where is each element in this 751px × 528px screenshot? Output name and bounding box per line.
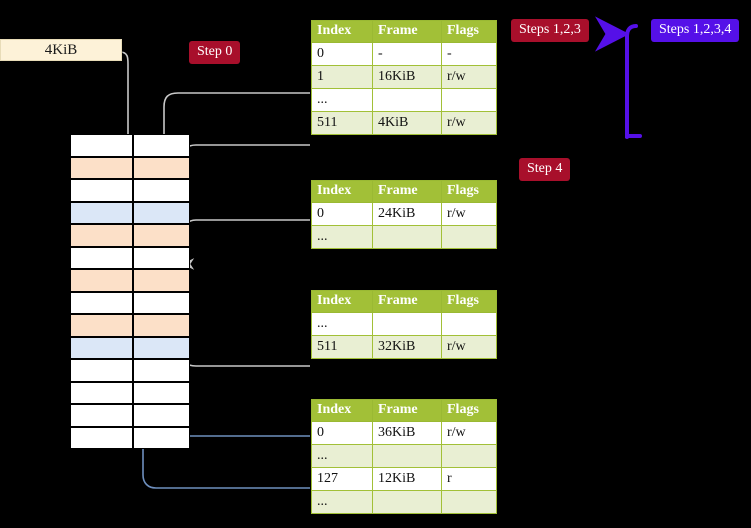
memory-tick-mark [55,314,70,316]
memory-column-divider [132,134,134,449]
column-header-frame: Frame [372,20,442,43]
table-cell-index: 511 [311,111,373,135]
table-cell-flags: r/w [441,421,497,445]
table-cell-index: ... [311,312,373,336]
table-cell-index: ... [311,225,373,249]
table-cell-index: 1 [311,65,373,89]
memory-frame-row [70,134,190,157]
table-cell-flags: r/w [441,202,497,226]
table-row: ... [311,225,497,249]
table-cell-flags: - [441,42,497,66]
table-cell-flags: r [441,467,497,491]
table-cell-frame: 24KiB [372,202,442,226]
column-header-index: Index [311,180,373,203]
memory-tick-mark [55,134,70,136]
memory-tick-mark [55,269,70,271]
memory-frame-row [70,359,190,382]
memory-frame-row [70,156,190,179]
table-cell-index: ... [311,490,373,514]
table-cell-flags: r/w [441,65,497,89]
memory-frame-row [70,404,190,427]
table-cell-flags [441,225,497,249]
table-row: ... [311,444,497,468]
memory-frame-row [70,224,190,247]
badge-steps-123: Steps 1,2,3 [511,19,589,42]
table-cell-index: 127 [311,467,373,491]
table-cell-flags: r/w [441,335,497,359]
table-cell-frame: 32KiB [372,335,442,359]
table-cell-frame [372,88,442,112]
table-cell-index: ... [311,444,373,468]
memory-tick-mark [55,224,70,226]
table-row: 0-- [311,42,497,66]
memory-frame-row [70,179,190,202]
badge-step-4: Step 4 [519,158,571,181]
table-cell-frame [372,444,442,468]
table-row: ... [311,490,497,514]
column-header-flags: Flags [441,290,497,313]
table-cell-frame: - [372,42,442,66]
column-header-frame: Frame [372,290,442,313]
table-cell-frame [372,312,442,336]
table-cell-frame: 4KiB [372,111,442,135]
table-cell-frame [372,490,442,514]
memory-frame-row [70,269,190,292]
wire-l3-idx0-to-frame [182,219,310,270]
wire-l2-idx511-to-frame [171,316,310,367]
table-cell-index: ... [311,88,373,112]
column-header-frame: Frame [372,180,442,203]
table-cell-index: 0 [311,202,373,226]
memory-tick-mark [55,156,70,158]
table-cell-frame [372,225,442,249]
column-header-flags: Flags [441,180,497,203]
table-cell-flags [441,444,497,468]
table-cell-frame: 36KiB [372,421,442,445]
table-cell-flags [441,490,497,514]
column-header-index: Index [311,20,373,43]
memory-frame-row [70,201,190,224]
table-cell-flags [441,88,497,112]
table-cell-index: 511 [311,335,373,359]
column-header-flags: Flags [441,399,497,422]
memory-frame-row [70,381,190,404]
table-cell-index: 0 [311,42,373,66]
table-cell-flags [441,312,497,336]
memory-frame-row [70,291,190,314]
memory-frame-row [70,314,190,337]
size-label-4kib: 4KiB [0,39,122,61]
table-cell-frame: 12KiB [372,467,442,491]
table-cell-frame: 16KiB [372,65,442,89]
wire-step4-loop [595,16,642,138]
physical-memory-column [70,134,190,449]
column-header-flags: Flags [441,20,497,43]
table-cell-index: 0 [311,421,373,445]
table-row: ... [311,312,497,336]
badge-steps-1234: Steps 1,2,3,4 [651,19,740,42]
memory-frame-row [70,426,190,449]
memory-frame-row [70,246,190,269]
column-header-frame: Frame [372,399,442,422]
memory-frame-row [70,336,190,359]
table-cell-flags: r/w [441,111,497,135]
badge-step-0: Step 0 [189,41,241,64]
column-header-index: Index [311,399,373,422]
memory-tick-mark [55,179,70,181]
column-header-index: Index [311,290,373,313]
table-row: ... [311,88,497,112]
wire-l4-idx511-to-frame [171,144,310,160]
